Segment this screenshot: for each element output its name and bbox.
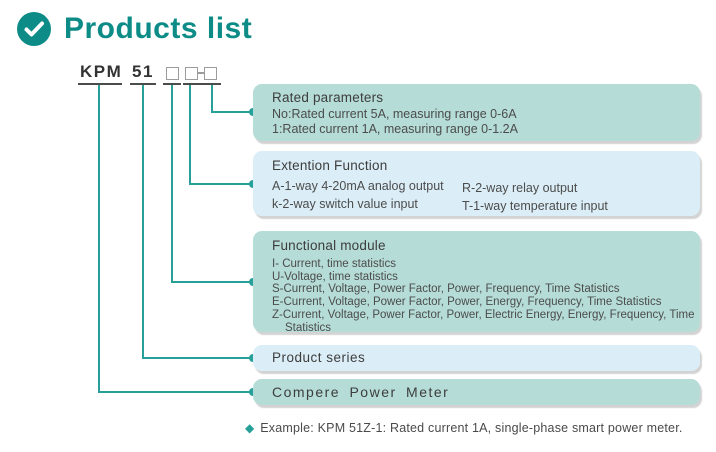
module-option-u: U-Voltage, time statistics bbox=[272, 270, 398, 283]
diamond-icon: ◆ bbox=[245, 421, 255, 435]
connector-vertical-compere bbox=[98, 85, 100, 393]
page-title: Products list bbox=[64, 12, 253, 45]
connector-vertical-series bbox=[142, 85, 144, 359]
callout-rated-parameters: Rated parameters No:Rated current 5A, me… bbox=[253, 84, 700, 141]
extention-option-analog: A-1-way 4-20mA analog output bbox=[272, 179, 444, 193]
connector-horizontal-compere bbox=[98, 391, 253, 393]
connector-vertical-functional bbox=[171, 85, 173, 283]
model-prefix: KPM bbox=[80, 62, 123, 81]
connector-horizontal-extention bbox=[189, 183, 253, 185]
callout-title: Extention Function bbox=[272, 158, 388, 173]
extention-option-temperature: T-1-way temperature input bbox=[462, 199, 608, 213]
underline-box-3 bbox=[205, 83, 221, 85]
callout-title: Rated parameters bbox=[272, 90, 384, 105]
connector-horizontal-functional bbox=[171, 281, 253, 283]
underline-series bbox=[130, 83, 156, 85]
callout-title: Compere Power Meter bbox=[272, 384, 450, 400]
model-separator-dash bbox=[198, 72, 204, 74]
connector-vertical-rated bbox=[211, 85, 213, 113]
callout-compere-power-meter: Compere Power Meter bbox=[253, 379, 700, 405]
module-option-i: I- Current, time statistics bbox=[272, 258, 396, 270]
example-note: ◆ Example: KPM 51Z-1: Rated current 1A, … bbox=[245, 421, 683, 435]
underline-box-2 bbox=[183, 83, 205, 85]
module-option-e: E-Current, Voltage, Power Factor, Power,… bbox=[272, 296, 662, 309]
extention-options: A-1-way 4-20mA analog output R-2-way rel… bbox=[272, 177, 700, 213]
extention-option-switch: k-2-way switch value input bbox=[272, 197, 418, 211]
underline-prefix bbox=[78, 83, 122, 85]
callout-title: Product series bbox=[272, 350, 366, 365]
check-circle-icon bbox=[17, 12, 51, 46]
model-placeholder-box-2 bbox=[185, 67, 198, 80]
model-placeholder-box-1 bbox=[166, 67, 179, 80]
underline-box-1 bbox=[163, 83, 181, 85]
rated-option-1a: 1:Rated current 1A, measuring range 0-1.… bbox=[272, 122, 518, 136]
callout-title: Functional module bbox=[272, 238, 386, 253]
callout-functional-module: Functional module I- Current, time stati… bbox=[253, 231, 700, 334]
callout-product-series: Product series bbox=[253, 345, 700, 371]
example-text: Example: KPM 51Z-1: Rated current 1A, si… bbox=[260, 421, 683, 435]
module-option-s: S-Current, Voltage, Power Factor, Power,… bbox=[272, 283, 620, 296]
connector-horizontal-rated bbox=[211, 111, 253, 113]
callout-extention-function: Extention Function A-1-way 4-20mA analog… bbox=[253, 151, 700, 216]
model-series-number: 51 bbox=[132, 62, 154, 81]
module-option-z: Z-Current, Voltage, Power Factor, Power,… bbox=[272, 308, 695, 334]
model-placeholder-box-3 bbox=[204, 67, 217, 80]
connector-vertical-extention bbox=[189, 85, 191, 185]
rated-option-5a: No:Rated current 5A, measuring range 0-6… bbox=[272, 107, 517, 121]
connector-horizontal-series bbox=[142, 357, 253, 359]
extention-option-relay: R-2-way relay output bbox=[462, 181, 578, 195]
